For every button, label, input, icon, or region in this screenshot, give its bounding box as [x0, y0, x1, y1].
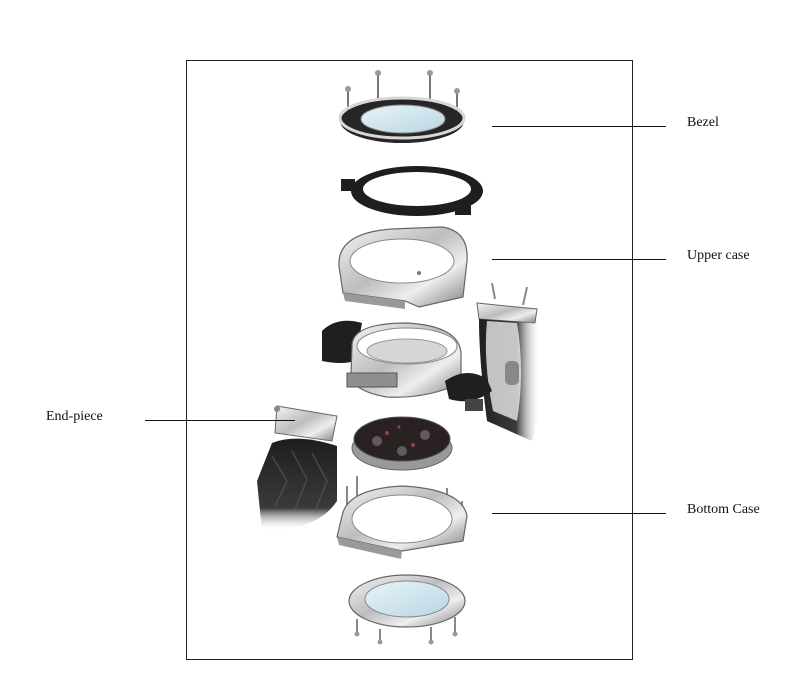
- bottom-case-part: [336, 476, 468, 559]
- left-strap-part: [257, 438, 337, 531]
- bezel-leader-line: [492, 126, 666, 127]
- bezel-part: [338, 70, 466, 143]
- upper-case-leader-line: [492, 259, 666, 260]
- exploded-watch-illustration: [257, 70, 541, 645]
- movement-dial-part: [351, 416, 453, 471]
- composite-ring-part: [341, 166, 483, 216]
- middle-case-part: [322, 320, 492, 411]
- bezel-label: Bezel: [687, 115, 719, 130]
- bottom-case-label: Bottom Case: [687, 502, 760, 517]
- end-piece-part: [274, 405, 338, 442]
- upper-case-label: Upper case: [687, 248, 750, 263]
- upper-case-part: [338, 226, 468, 309]
- figure-frame: [186, 60, 633, 660]
- end-piece-label: End-piece: [46, 409, 103, 424]
- right-strap-part: [476, 282, 541, 441]
- end-piece-leader-line: [145, 420, 295, 421]
- caseback-part: [348, 574, 466, 645]
- bottom-case-leader-line: [492, 513, 666, 514]
